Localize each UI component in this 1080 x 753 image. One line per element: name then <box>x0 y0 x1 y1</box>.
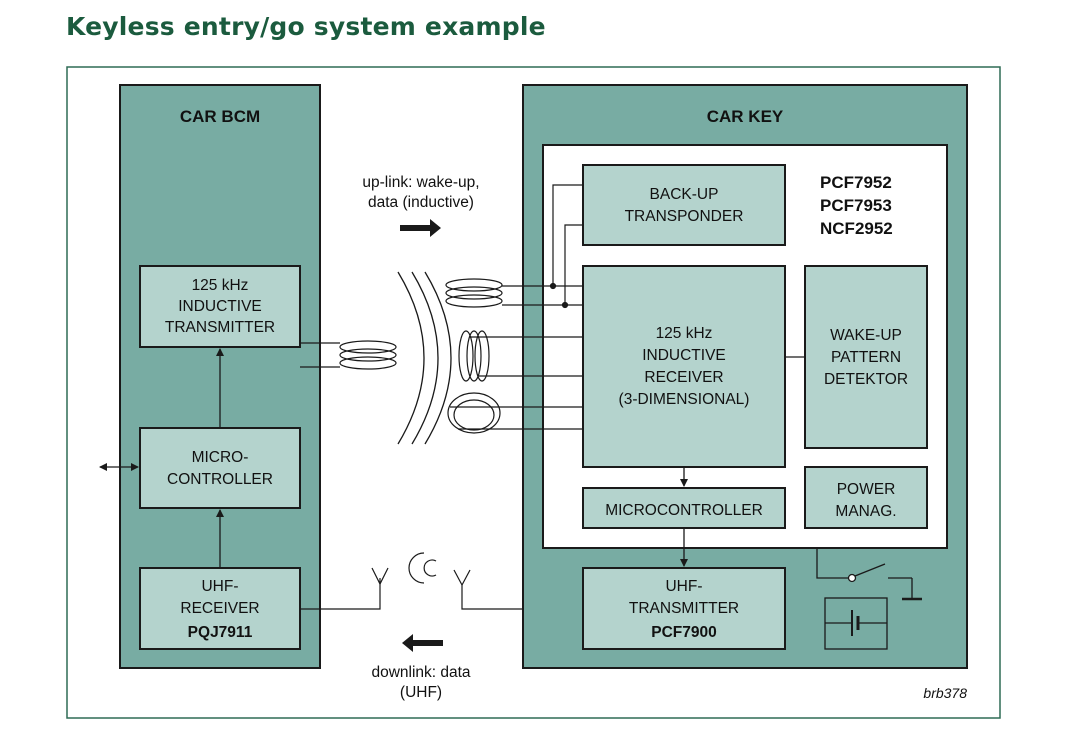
key-coil-1 <box>445 278 503 292</box>
wakeup-detector-line2: PATTERN <box>831 349 901 366</box>
bcm-receiver-line2: RECEIVER <box>180 600 259 617</box>
inductive-receiver-line1: 125 kHz <box>656 325 713 342</box>
uplink-label-line2: data (inductive) <box>368 194 474 211</box>
bcm-receiver-part: PQJ7911 <box>188 624 253 641</box>
part-number-1: PCF7952 <box>820 173 892 192</box>
field-arcs <box>397 271 452 445</box>
bcm-transmitter-block: 125 kHz INDUCTIVE TRANSMITTER <box>139 265 301 348</box>
key-coil-3 <box>447 392 501 434</box>
bcm-receiver-block: UHF- RECEIVER PQJ7911 <box>139 567 301 650</box>
bcm-coil <box>300 340 397 370</box>
uplink-label-line1: up-link: wake-up, <box>362 174 479 191</box>
downlink-arrow <box>402 634 443 652</box>
wakeup-detector-block: WAKE-UP PATTERN DETEKTOR <box>804 265 928 449</box>
car-bcm-header: CAR BCM <box>180 107 260 126</box>
inductive-receiver-line2: INDUCTIVE <box>642 347 726 364</box>
downlink-label-line2: (UHF) <box>400 684 442 701</box>
inductive-receiver-line3: RECEIVER <box>644 369 723 386</box>
key-microcontroller-block: MICROCONTROLLER <box>582 487 786 529</box>
uplink-annotation: up-link: wake-up, data (inductive) <box>362 174 480 237</box>
bcm-transmitter-line3: TRANSMITTER <box>165 319 275 336</box>
key-coil-2 <box>458 330 474 382</box>
bcm-microcontroller-block: MICRO- CONTROLLER <box>139 427 301 509</box>
bcm-microcontroller-line1: MICRO- <box>192 449 249 466</box>
bcm-receiver-line1: UHF- <box>201 578 238 595</box>
uhf-wave-outer <box>408 552 425 584</box>
key-transmitter-block: UHF- TRANSMITTER PCF7900 <box>582 567 786 650</box>
key-antenna-icon <box>453 569 471 587</box>
inductive-receiver-block: 125 kHz INDUCTIVE RECEIVER (3-DIMENSIONA… <box>582 265 786 468</box>
battery-icon <box>824 597 888 650</box>
part-number-3: NCF2952 <box>820 219 893 238</box>
power-management-line1: POWER <box>837 481 896 498</box>
part-numbers: PCF7952 PCF7953 NCF2952 <box>820 173 893 238</box>
backup-transponder-block: BACK-UP TRANSPONDER <box>582 164 786 246</box>
car-bcm-panel: CAR BCM 125 kHz INDUCTIVE TRANSMITTER MI… <box>119 84 321 669</box>
figure-frame <box>66 66 1001 719</box>
figure-id: brb378 <box>923 685 967 701</box>
car-key-header: CAR KEY <box>707 107 784 126</box>
power-management-line2: MANAG. <box>835 503 896 520</box>
key-coils <box>445 278 583 434</box>
downlink-annotation: downlink: data (UHF) <box>371 634 471 701</box>
bcm-transmitter-line2: INDUCTIVE <box>178 298 262 315</box>
inductive-receiver-line4: (3-DIMENSIONAL) <box>619 391 750 408</box>
key-transmitter-line1: UHF- <box>665 578 702 595</box>
part-number-2: PCF7953 <box>820 196 892 215</box>
power-management-block: POWER MANAG. <box>804 466 928 529</box>
backup-transponder-line2: TRANSPONDER <box>625 208 744 225</box>
key-transmitter-part: PCF7900 <box>651 624 716 641</box>
bcm-antenna-wire <box>300 578 381 610</box>
wakeup-detector-line1: WAKE-UP <box>830 327 902 344</box>
downlink-label-line1: downlink: data <box>371 664 470 681</box>
key-transmitter-line2: TRANSMITTER <box>629 600 739 617</box>
uplink-arrow <box>400 219 441 237</box>
power-switch <box>816 548 922 601</box>
key-microcontroller-label: MICROCONTROLLER <box>605 502 763 519</box>
bcm-antenna-icon <box>371 567 389 586</box>
wakeup-detector-line3: DETEKTOR <box>824 371 908 388</box>
page-title: Keyless entry/go system example <box>66 12 546 41</box>
bcm-transmitter-line1: 125 kHz <box>192 277 249 294</box>
car-key-panel: CAR KEY PCF7952 PCF7953 NCF2952 BACK-UP … <box>522 84 968 669</box>
bcm-microcontroller-line2: CONTROLLER <box>167 471 273 488</box>
uhf-wave-inner <box>423 559 437 577</box>
backup-transponder-line1: BACK-UP <box>650 186 719 203</box>
